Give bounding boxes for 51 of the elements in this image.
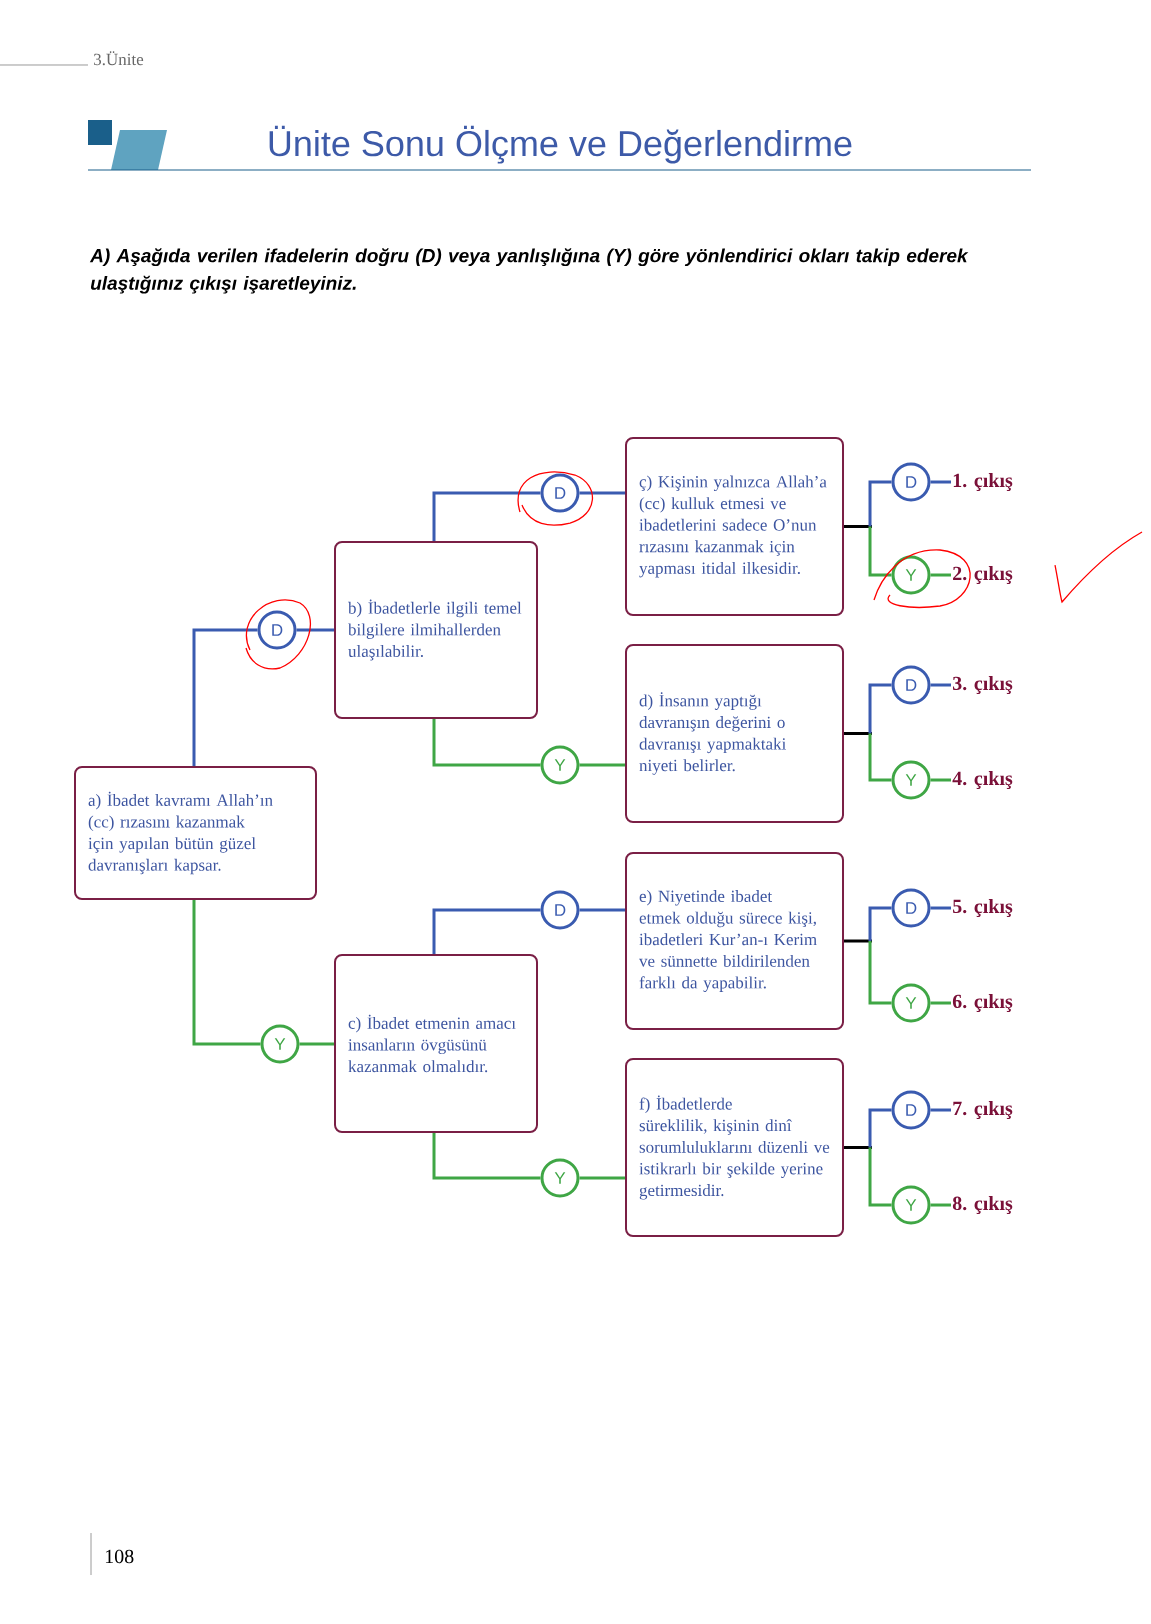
unit-label: 3.Ünite	[94, 51, 144, 66]
exit-label: 6. çıkış	[952, 994, 1013, 1012]
connector-line	[868, 683, 892, 734]
connector-line	[930, 1001, 951, 1005]
exit-label: 1. çıkış	[953, 473, 1013, 491]
connector-line	[432, 1133, 541, 1180]
connector-line	[844, 732, 872, 735]
connector-line	[868, 1147, 892, 1207]
connector-line	[930, 1108, 951, 1112]
connector-line	[868, 526, 892, 577]
connector-line	[930, 683, 951, 687]
connector-line	[930, 778, 951, 782]
exit-label: 7. çıkış	[953, 1101, 1013, 1119]
connector-line	[930, 480, 951, 484]
connector-line	[844, 525, 872, 528]
statement-box: c) İbadet etmenin amacı insanların övgüsünü kazanmak olmalıdır.	[334, 954, 538, 1133]
connector-line	[192, 628, 258, 766]
connector-line	[579, 1176, 625, 1180]
statement-box: ç) Kişinin yalnızca Allah’a (cc) kulluk etmesi ve ibadetlerini sadece O’nun rızasını kazanmak için yapması itidal ilkesidir.	[625, 437, 844, 616]
connector-line	[432, 908, 541, 954]
exit-label: 3. çıkış	[952, 676, 1013, 694]
exit-label: 5. çıkış	[953, 899, 1013, 917]
connector-line	[868, 1108, 892, 1148]
connector-line	[930, 906, 951, 910]
connector-line	[844, 1146, 872, 1149]
connector-line	[299, 1042, 334, 1046]
connector-line	[432, 719, 541, 767]
connector-line	[579, 491, 625, 495]
connector-line	[868, 906, 892, 941]
connector-line	[930, 573, 951, 577]
exit-label: 2. çıkış	[953, 566, 1013, 584]
page-number: 108	[105, 1549, 134, 1564]
exit-label: 4. çıkış	[952, 771, 1013, 789]
statement-box: a) İbadet kavramı Allah’ın (cc) rızasını kazanmak için yapılan bütün güzel davranışları kapsar.	[74, 766, 317, 900]
connector-line	[296, 628, 334, 632]
connector-line	[192, 900, 261, 1046]
connector-line	[579, 763, 625, 767]
connector-line	[868, 733, 892, 782]
connector-line	[579, 908, 625, 912]
instruction-text: A) Aşağıda verilen ifadelerin doğru (D) veya yanlışlığına (Y) göre yönlendirici okları takip ederek ulaştığınız çıkışı işaretleyiniz.	[89, 248, 969, 294]
connector-line	[930, 1203, 951, 1207]
title: Ünite Sonu Ölçme ve Değerlendirme	[269, 125, 852, 164]
connector-line	[868, 480, 892, 527]
statement-box: e) Niyetinde ibadet etmek olduğu sürece kişi, ibadetleri Kur’an-ı Kerim ve sünnette bildirilenden farklı da yapabilir.	[625, 852, 844, 1030]
connector-line	[432, 491, 541, 541]
statement-box: d) İnsanın yaptığı davranışın değerini o davranışı yapmaktaki niyeti belirler.	[625, 644, 844, 823]
connector-line	[844, 939, 872, 943]
connector-line	[868, 941, 892, 1005]
statement-box: b) İbadetlerle ilgili temel bilgilere ilmihallerden ulaşılabilir.	[334, 541, 538, 719]
exit-label: 8. çıkış	[952, 1196, 1013, 1214]
statement-box: f) İbadetlerde süreklilik, kişinin dinî sorumluluklarını düzenli ve istikrarlı bir şekilde yerine getirmesidir.	[625, 1058, 844, 1237]
